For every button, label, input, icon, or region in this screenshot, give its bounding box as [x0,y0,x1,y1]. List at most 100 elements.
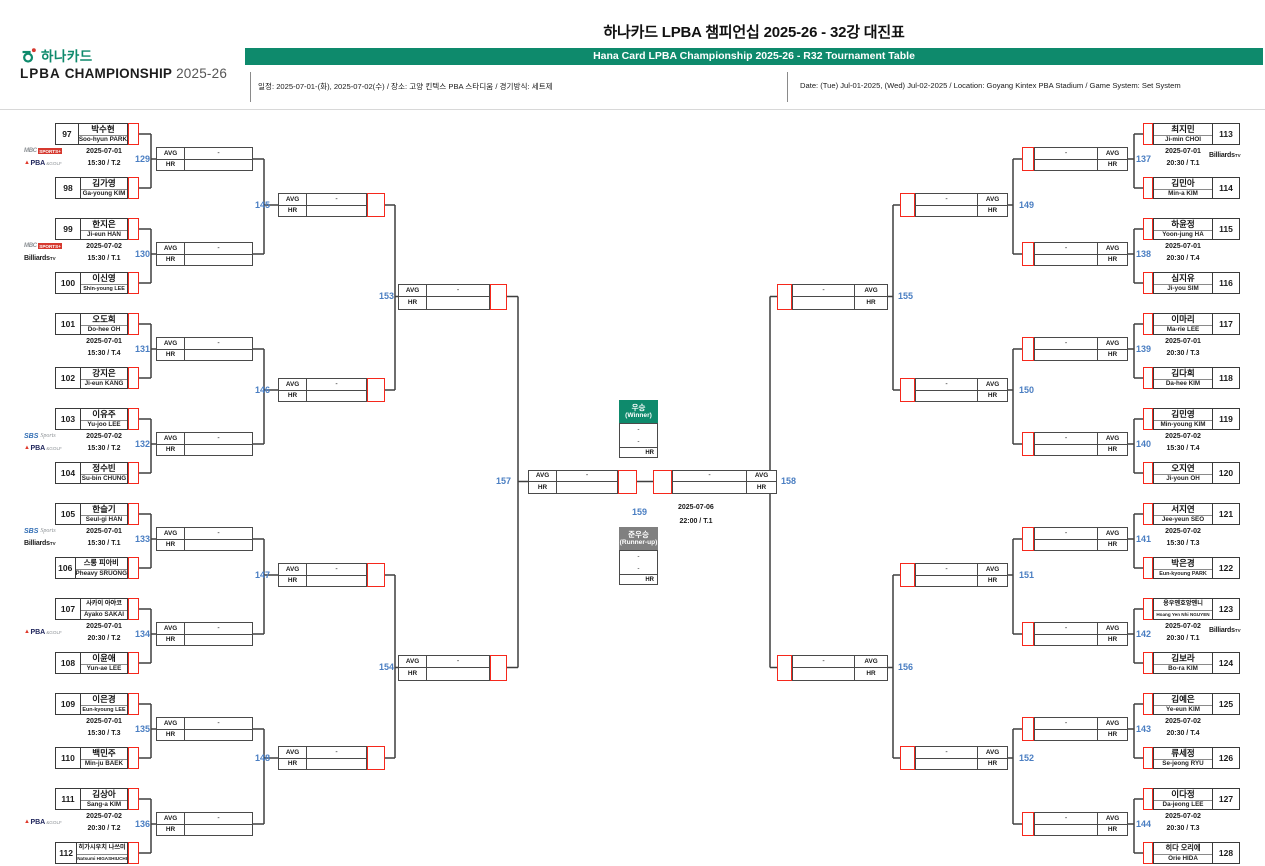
stat-row: -AVG [916,194,1007,205]
match-number: 135 [134,723,150,734]
match-time: 20:30 / T.2 [87,825,121,832]
stat-row: -AVG [1035,718,1127,729]
header-rule [0,109,1265,110]
match-number: 152 [1019,752,1035,763]
match-number: 146 [254,384,270,395]
match-number: 143 [1136,723,1152,734]
player-flag-cell [128,408,139,430]
stat-table: AVG-HR [278,193,367,217]
logo-text: TV [49,255,56,261]
match-date: 2025-07-01 [86,148,122,155]
match-time: 15:30 / T.4 [87,350,121,357]
avg-label: AVG [157,243,185,254]
match-number: 132 [134,438,150,449]
stat-row: HR [1035,443,1127,455]
winner-body: --HR [619,423,658,458]
stat-row: AVG- [399,655,489,667]
player-number: 99 [56,219,81,239]
match-number: 130 [134,248,150,259]
player-name-english: Ji-min CHOI [1164,135,1202,143]
match-time: 15:30 / T.2 [87,445,121,452]
stat-row: AVG- [279,379,366,390]
player-number: 119 [1212,409,1239,429]
player-name-korean: 서지연 [1154,504,1212,516]
hr-label: HR [279,390,307,401]
header-divider-left [250,72,251,102]
match-number: 158 [781,476,797,486]
hr-label: HR [157,634,185,645]
avg-value: - [1064,244,1068,252]
avg-value: - [708,472,711,480]
player-name-korean: 박은경 [1154,558,1212,570]
stat-row: AVG- [157,243,252,254]
logo-text: TV [1234,627,1241,633]
hr-label: HR [1097,444,1127,455]
player-flag-cell [128,693,139,715]
avg-label: AVG [279,379,307,390]
match-number: 150 [1019,384,1035,395]
logo-text: &GOLF [46,819,62,825]
broadcaster-logo-pba: ▲PBA&GOLF [24,627,62,637]
logo-text: Billiards [1209,626,1235,634]
player-flag-cell [128,177,139,199]
match-date: 2025-07-02 [1165,718,1201,725]
player-number: 101 [56,314,81,334]
match-date: 2025-07-01 [1165,243,1201,250]
player-name-korean: 히가시우치 나쓰미 [77,843,127,855]
match-number: 145 [254,199,270,210]
match-time: 15:30 / T.3 [1166,540,1200,547]
player-name-english: Ga-young KIM [82,189,126,197]
event-logo-text: LPBA CHAMPIONSHIP 2025-26 [20,66,227,81]
hr-value [307,576,366,587]
logo-text: SBS [24,527,39,535]
match-number: 148 [254,752,270,763]
player-name-korean: 하윤정 [1154,219,1212,231]
hr-value [185,635,252,646]
hr-label: HR [1097,159,1127,170]
player-name-english: Pheavy SRUONG [75,569,127,577]
stat-table: AVG-HR [156,717,253,741]
player-number: 110 [56,748,81,768]
logo-championship: CHAMPIONSHIP [64,66,173,81]
avg-value: - [1064,529,1068,537]
stat-row: HR [673,481,776,493]
player-number: 107 [56,599,81,619]
player-flag-cell [128,462,139,484]
player-number: 118 [1212,368,1239,388]
brand-name: 하나카드 [41,49,93,64]
match-number: 151 [1019,569,1035,580]
player-flag-cell [1143,123,1153,145]
match-number: 155 [898,291,914,301]
avg-label: AVG [157,718,185,729]
hr-value [185,825,252,836]
player-name-korean: 응우옌호앙옌니 [1154,599,1212,611]
logo-text: PBA [30,159,46,167]
logo-text: &GOLF [46,160,62,166]
logo-season: 2025-26 [176,66,228,81]
logo-text: Billiards [24,539,50,547]
player-number: 100 [56,273,81,293]
stat-table: AVG-HR [278,746,367,770]
avg-label: AVG [157,813,185,824]
logo-text: TV [49,540,56,546]
